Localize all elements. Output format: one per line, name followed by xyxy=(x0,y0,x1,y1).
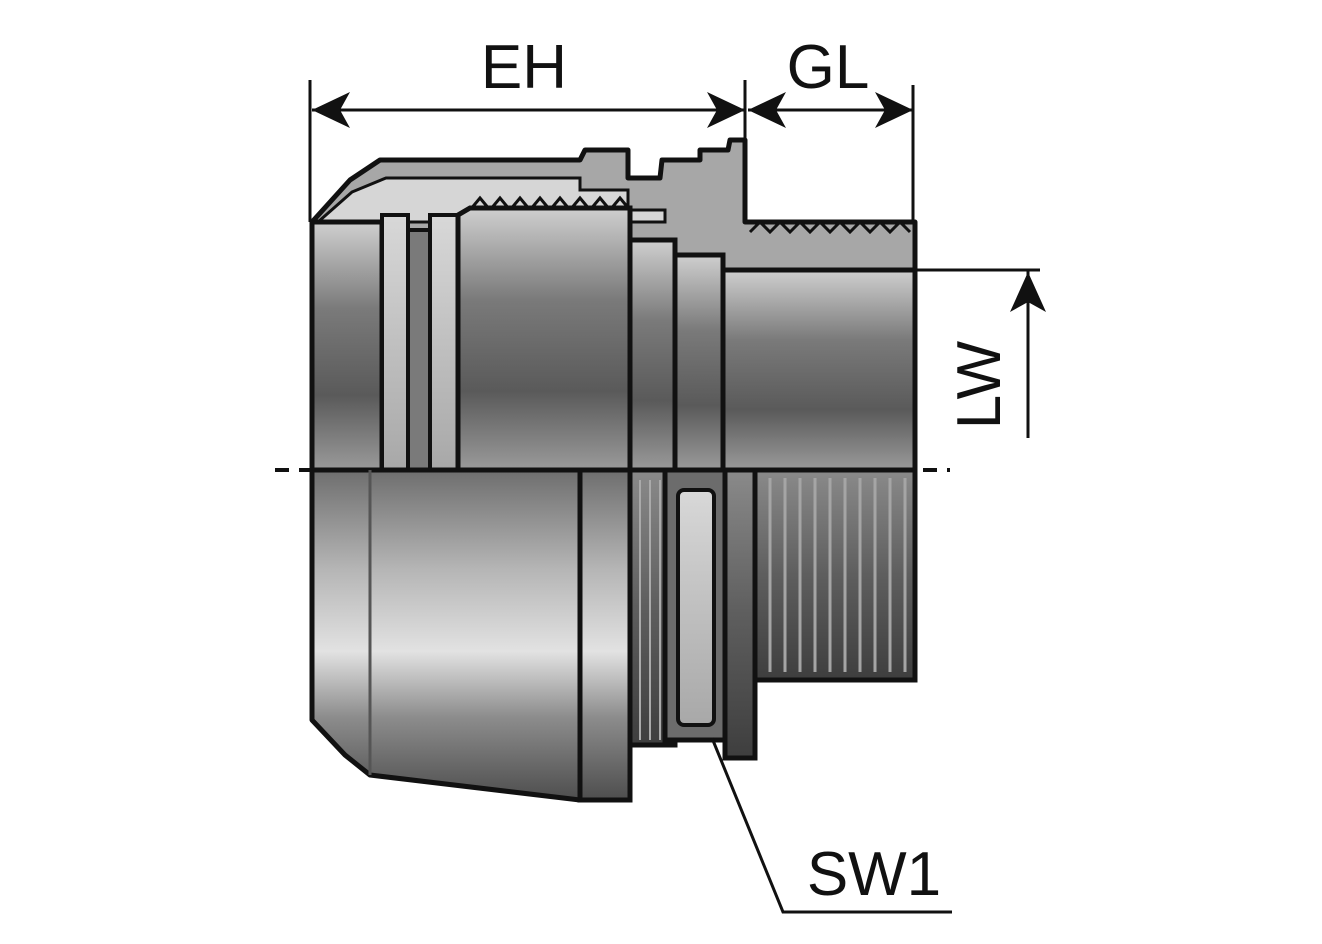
dimension-lw: LW xyxy=(915,268,1046,438)
gl-label: GL xyxy=(787,33,870,102)
sw1-label: SW1 xyxy=(807,840,941,909)
upper-hex-nut xyxy=(672,252,726,473)
seal-ring-1 xyxy=(380,213,410,472)
sw1-flat xyxy=(676,488,716,727)
gl-arrow-left xyxy=(748,92,786,128)
thread-teeth-gl xyxy=(748,219,912,235)
eh-label: EH xyxy=(481,33,567,102)
flange xyxy=(722,467,758,761)
eh-arrow-left xyxy=(312,92,350,128)
cap-nut xyxy=(309,467,583,803)
upper-connection xyxy=(720,267,918,473)
seal-ring-3 xyxy=(428,213,460,472)
dimension-sw1: SW1 xyxy=(710,737,952,914)
lower-exterior xyxy=(309,467,918,803)
dimension-eh: EH xyxy=(308,33,747,222)
lw-label: LW xyxy=(945,340,1014,429)
seal-ring-2 xyxy=(406,228,432,472)
cap-nut-band xyxy=(577,467,633,803)
gl-arrow-right xyxy=(875,92,913,128)
upper-body-mid xyxy=(455,205,633,473)
upper-body-left xyxy=(309,219,385,473)
upper-section xyxy=(309,137,918,473)
connection-thread-lines xyxy=(768,478,907,672)
upper-body-taper xyxy=(627,237,678,473)
connection-thread xyxy=(752,467,918,683)
body-thread-lines xyxy=(639,480,661,740)
eh-arrow-right xyxy=(707,92,745,128)
lw-arrow-up xyxy=(1010,272,1046,312)
dimension-gl: GL xyxy=(748,33,915,222)
